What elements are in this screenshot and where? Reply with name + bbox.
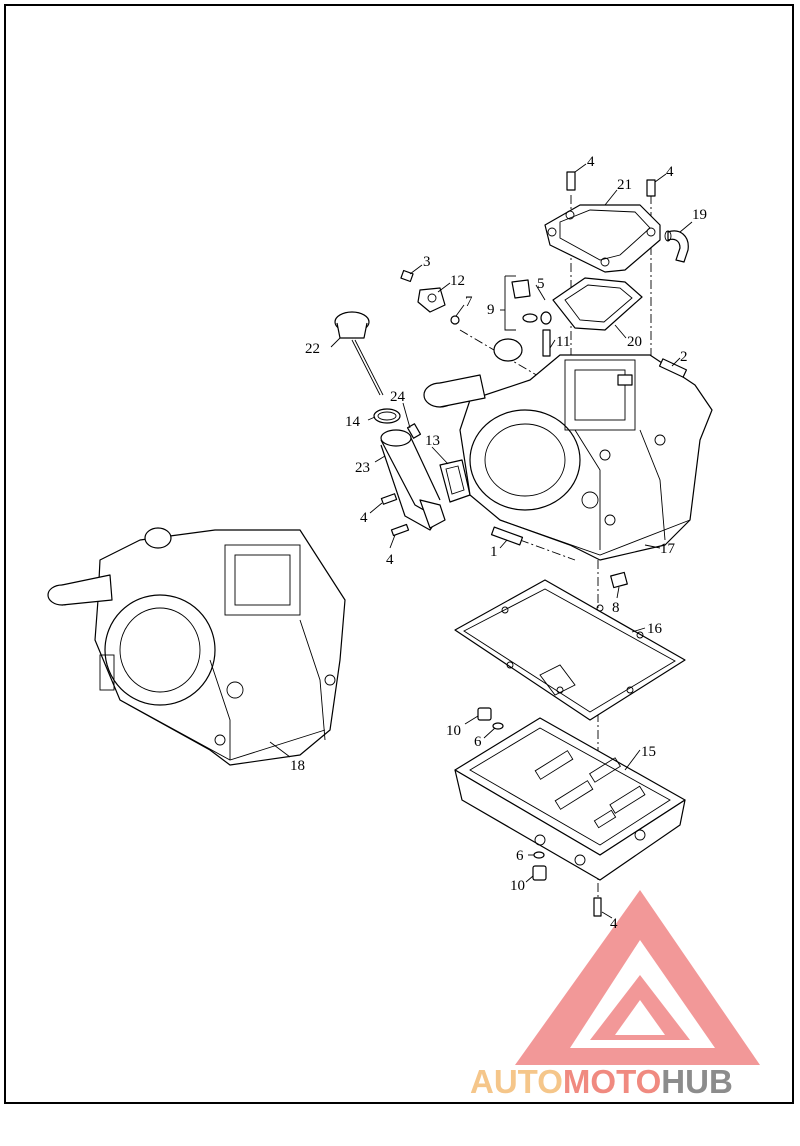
part-19-fitting <box>664 230 689 263</box>
part-2-bolt <box>658 358 688 378</box>
part-18-crankcase <box>47 527 346 766</box>
callout-18: 18 <box>290 758 305 774</box>
callout-8: 8 <box>612 600 620 616</box>
callout-6: 6 <box>474 734 482 750</box>
diagram-frame <box>4 4 794 1104</box>
callout-10: 10 <box>446 723 461 739</box>
callout-16: 16 <box>647 621 663 637</box>
watermark-auto: AUTO <box>470 1063 563 1100</box>
part-14-oring <box>373 408 401 424</box>
callout-24: 24 <box>390 389 406 405</box>
callout-labels: 4 21 4 19 3 12 7 5 9 20 11 22 2 24 14 13… <box>290 154 707 932</box>
callout-19: 19 <box>692 207 707 223</box>
part-22-dipstick <box>334 311 384 396</box>
callout-leaders <box>269 163 693 919</box>
callout-7: 7 <box>465 294 473 310</box>
part-23-filler-tube <box>380 429 446 531</box>
callout-15: 15 <box>641 744 656 760</box>
callout-5: 5 <box>537 276 545 292</box>
part-21-cover <box>544 204 661 273</box>
callout-9: 9 <box>487 302 495 318</box>
callout-4: 4 <box>360 510 368 526</box>
callout-11: 11 <box>556 334 570 350</box>
callout-12: 12 <box>450 273 465 289</box>
part-20-gasket <box>552 277 643 331</box>
drain-plugs <box>477 707 602 917</box>
callout-10: 10 <box>510 878 525 894</box>
bolts-top <box>566 171 656 197</box>
callout-1: 1 <box>490 544 498 560</box>
part-1-bolt <box>490 526 524 546</box>
callout-2: 2 <box>680 349 688 365</box>
callout-4: 4 <box>610 916 618 932</box>
callout-20: 20 <box>627 334 642 350</box>
callout-14: 14 <box>345 414 361 430</box>
callout-4: 4 <box>386 552 394 568</box>
watermark-logo <box>515 890 760 1065</box>
callout-13: 13 <box>425 433 440 449</box>
callout-22: 22 <box>305 341 320 357</box>
part-15-oil-pan <box>454 717 686 881</box>
part-17-crankcase <box>423 338 713 561</box>
callout-4: 4 <box>587 154 595 170</box>
svg-text:AUTOMOTOHUB: AUTOMOTOHUB <box>470 1063 733 1100</box>
callout-17: 17 <box>660 541 676 557</box>
part-16-gasket <box>454 579 686 721</box>
watermark-text: AUTOMOTOHUB <box>470 1063 733 1100</box>
callout-6: 6 <box>516 848 524 864</box>
callout-23: 23 <box>355 460 370 476</box>
part-24-bolt <box>406 423 422 439</box>
watermark-moto: MOTO <box>563 1063 661 1100</box>
part-8-plug <box>610 571 628 589</box>
callout-4: 4 <box>666 164 674 180</box>
callout-21: 21 <box>617 177 632 193</box>
callout-3: 3 <box>423 254 431 270</box>
small-parts-cluster <box>400 269 552 357</box>
watermark-hub: HUB <box>661 1063 733 1100</box>
